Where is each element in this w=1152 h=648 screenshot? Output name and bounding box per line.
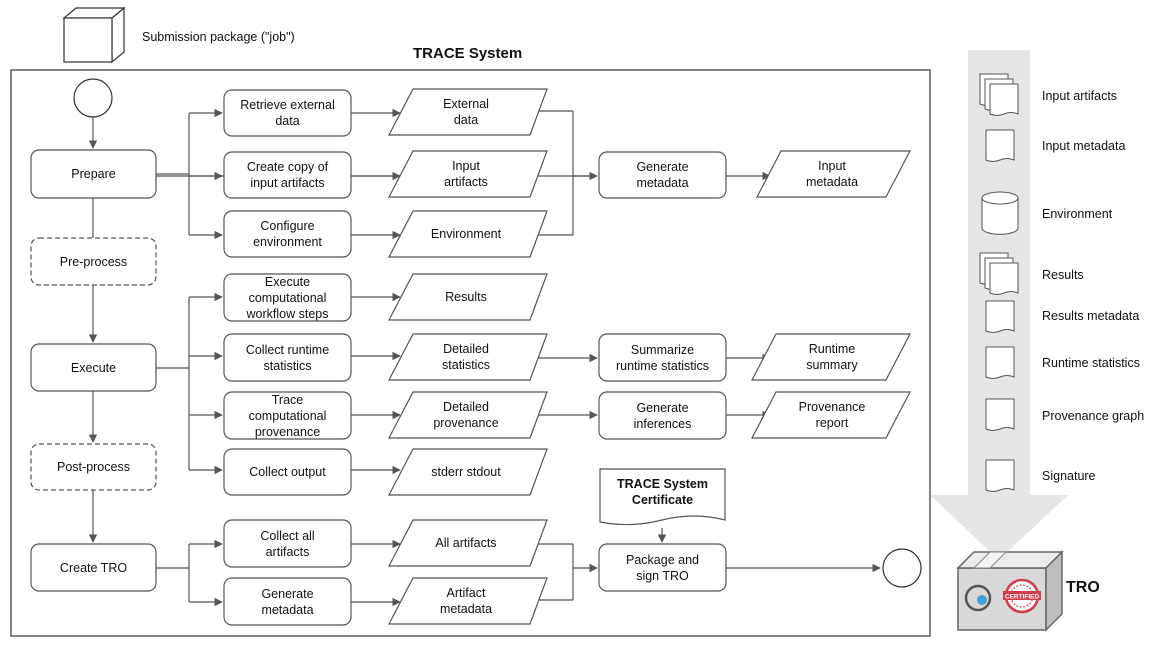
legend-input-artifacts: Input artifacts — [1042, 89, 1118, 103]
provenance-report-shape — [751, 391, 911, 439]
create-copy-box — [223, 151, 352, 199]
execute-steps-box — [223, 273, 352, 322]
configure-env-box — [223, 210, 352, 258]
legend-environment: Environment — [1042, 207, 1113, 221]
legend-document-icon-5 — [985, 459, 1015, 492]
all-artifacts-label: All artifacts — [435, 536, 497, 550]
submission-package-label: Submission package ("job") — [142, 30, 295, 44]
legend-signature: Signature — [1042, 469, 1096, 483]
generate-inferences-box — [598, 391, 727, 440]
submission-package-icon — [62, 6, 126, 64]
retrieve-external-box — [223, 89, 352, 137]
start-node — [73, 78, 113, 118]
postprocess-label: Post-process — [57, 460, 130, 474]
input-artifacts-shape — [388, 150, 548, 198]
environment-label: Environment — [430, 227, 502, 241]
input-metadata-shape — [756, 150, 911, 198]
input-artifacts-label: Input artifacts — [444, 159, 488, 189]
artifact-metadata-shape — [388, 577, 548, 625]
environment-shape — [388, 210, 548, 258]
system-title: TRACE System — [413, 45, 523, 62]
preprocess-phase — [30, 237, 157, 286]
results-label: Results — [445, 290, 487, 304]
generate-metadata-label: Generate metadata — [636, 160, 689, 190]
prepare-phase — [30, 149, 157, 199]
all-artifacts-shape — [388, 519, 548, 567]
generate-metadata-2-box — [223, 577, 352, 626]
legend-results: Results — [1042, 268, 1084, 282]
package-sign-label: Package and sign TRO — [626, 552, 699, 583]
legend-document-icon — [985, 129, 1015, 162]
system-boundary — [10, 69, 931, 637]
tro-label: TRO — [1066, 579, 1100, 596]
stderr-stdout-shape — [388, 448, 548, 496]
generate-metadata-box — [598, 151, 727, 199]
input-metadata-label: Input metadata — [805, 159, 859, 189]
legend-document-icon-4 — [985, 398, 1015, 431]
legend-document-icon-3 — [985, 346, 1015, 379]
stderr-stdout-label: stderr stdout — [431, 465, 501, 479]
configure-env-label: Configure environment — [253, 219, 322, 249]
results-shape — [388, 273, 548, 321]
collect-runtime-label: Collect runtime statistics — [245, 342, 330, 373]
legend-results-metadata: Results metadata — [1042, 309, 1140, 323]
tro-box-icon: CERTIFIED — [956, 550, 1064, 632]
trace-provenance-box — [223, 391, 352, 440]
package-sign-box — [598, 543, 727, 592]
legend-document-icon-2 — [985, 300, 1015, 333]
collect-output-box — [223, 448, 352, 496]
external-data-label: External data — [443, 97, 489, 127]
collect-all-label: Collect all artifacts — [260, 528, 315, 559]
collect-output-label: Collect output — [249, 465, 326, 479]
detailed-provenance-label: Detailed provenance — [433, 400, 499, 430]
collect-all-box — [223, 519, 352, 568]
legend-cylinder-icon — [981, 191, 1019, 235]
detailed-statistics-shape — [388, 333, 548, 381]
trace-provenance-label: Trace computational provenance — [248, 392, 327, 439]
retrieve-external-label: Retrieve external data — [240, 98, 335, 128]
create-tro-label: Create TRO — [59, 560, 128, 575]
summarize-runtime-box — [598, 333, 727, 382]
summarize-runtime-label: Summarize runtime statistics — [615, 342, 710, 373]
certificate-label: TRACE System Certificate — [617, 477, 708, 507]
certificate-document — [599, 468, 726, 526]
create-tro-phase — [30, 543, 157, 592]
collect-runtime-box — [223, 333, 352, 382]
runtime-summary-label: Runtime summary — [806, 342, 858, 372]
legend-input-metadata: Input metadata — [1042, 139, 1126, 153]
create-copy-label: Create copy of input artifacts — [246, 160, 329, 190]
legend-provenance-graph: Provenance graph — [1042, 409, 1145, 423]
generate-metadata-2-label: Generate metadata — [261, 586, 314, 617]
detailed-statistics-label: Detailed statistics — [442, 342, 490, 372]
postprocess-phase — [30, 443, 157, 491]
prepare-label: Prepare — [71, 167, 116, 181]
legend-runtime-statistics: Runtime statistics — [1042, 356, 1140, 370]
execute-phase — [30, 343, 157, 392]
legend-stacked-document-icon-2 — [979, 252, 1019, 295]
provenance-report-label: Provenance report — [798, 400, 866, 430]
end-node — [882, 548, 922, 588]
detailed-provenance-shape — [388, 391, 548, 439]
artifact-metadata-label: Artifact metadata — [439, 586, 493, 616]
execute-label: Execute — [70, 360, 117, 375]
external-data-shape — [388, 88, 548, 136]
preprocess-label: Pre-process — [59, 254, 128, 269]
runtime-summary-shape — [751, 333, 911, 381]
execute-steps-label: Execute computational workflow steps — [246, 274, 329, 321]
legend-stacked-document-icon — [979, 73, 1019, 116]
generate-inferences-label: Generate inferences — [633, 400, 692, 431]
certified-badge-text: CERTIFIED — [1005, 594, 1040, 601]
